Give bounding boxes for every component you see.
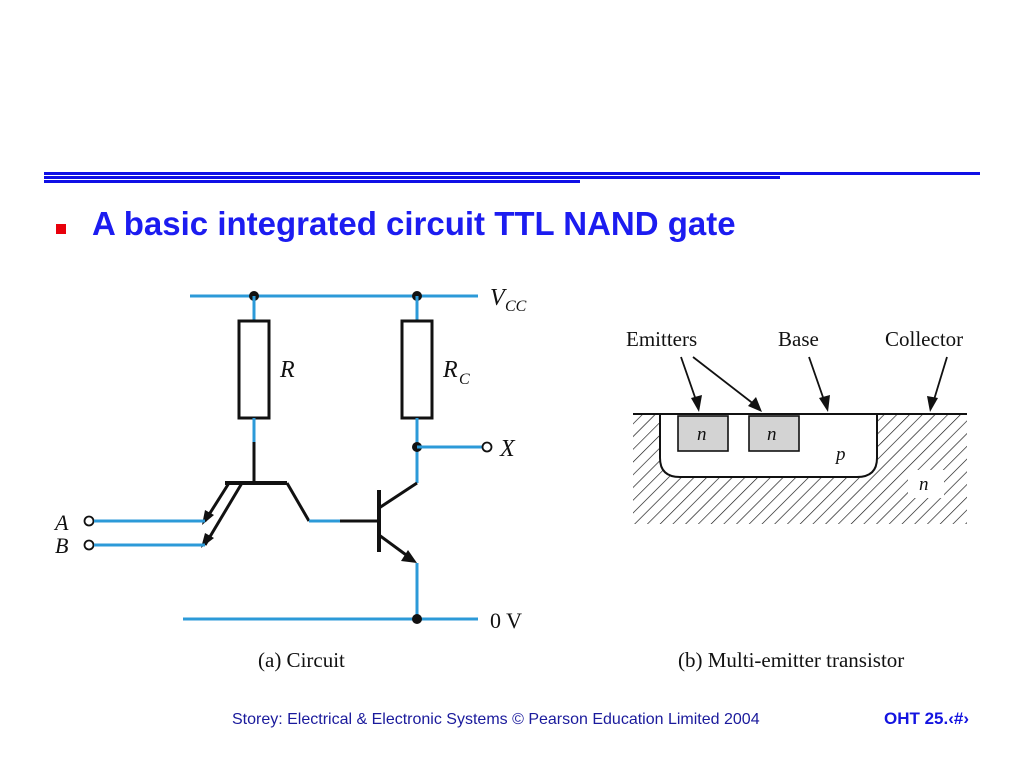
ground-junction: [412, 614, 422, 624]
vcc-subscript: CC: [505, 298, 527, 315]
base-arrow-line: [808, 356, 826, 404]
emitter-1-arrow-line: [680, 356, 698, 404]
substrate-doping: n: [919, 474, 929, 495]
input-a-label: A: [53, 510, 69, 535]
emitter-2-arrow-icon: [748, 397, 762, 412]
t1-collector-lead: [285, 482, 311, 522]
emitter-2-doping: n: [767, 424, 777, 445]
output-x-label: X: [499, 436, 516, 462]
title-rule-band-2: [44, 176, 780, 179]
bullet-square-icon: [56, 224, 66, 234]
resistor-rc-label: R: [442, 357, 458, 383]
base-arrow-icon: [819, 395, 830, 412]
vcc-label: V: [490, 285, 507, 311]
resistor-rc-subscript: C: [459, 371, 470, 388]
input-b-terminal: [83, 539, 95, 551]
footer-page-number: OHT 25.‹#›: [884, 709, 970, 728]
emitter-region-2: [748, 415, 800, 452]
t2-collector-lead: [378, 481, 418, 510]
slide-heading: A basic integrated circuit TTL NAND gate: [92, 205, 736, 242]
t2-emitter-arrow-icon: [401, 550, 417, 563]
base-label: Base: [778, 327, 819, 351]
collector-label: Collector: [885, 327, 963, 351]
emitter-region-1: [677, 415, 729, 452]
circuit-caption: (a) Circuit: [258, 648, 345, 672]
collector-arrow-line: [932, 356, 948, 404]
transistor-caption: (b) Multi-emitter transistor: [678, 648, 904, 672]
output-terminal: [481, 441, 493, 453]
collector-arrow-icon: [927, 396, 938, 412]
emitter-2-arrow-line: [692, 356, 756, 406]
base-doping: p: [834, 444, 846, 465]
input-b-label: B: [55, 533, 68, 558]
input-a-terminal: [83, 515, 95, 527]
ground-label: 0 V: [490, 608, 522, 633]
footer-credit: Storey: Electrical & Electronic Systems …: [232, 711, 760, 728]
emitter-1-arrow-icon: [691, 395, 702, 412]
title-rule-band-3: [44, 180, 580, 183]
substrate-label-box: [908, 470, 944, 498]
resistor-r-label: R: [279, 357, 295, 383]
emitters-label: Emitters: [626, 327, 697, 351]
title-rule-lines: [44, 172, 980, 183]
title-rule-band-1: [44, 172, 980, 175]
emitter-1-doping: n: [697, 424, 707, 445]
resistor-r: [237, 319, 271, 420]
t1-emitter-b-lead: [203, 482, 244, 546]
